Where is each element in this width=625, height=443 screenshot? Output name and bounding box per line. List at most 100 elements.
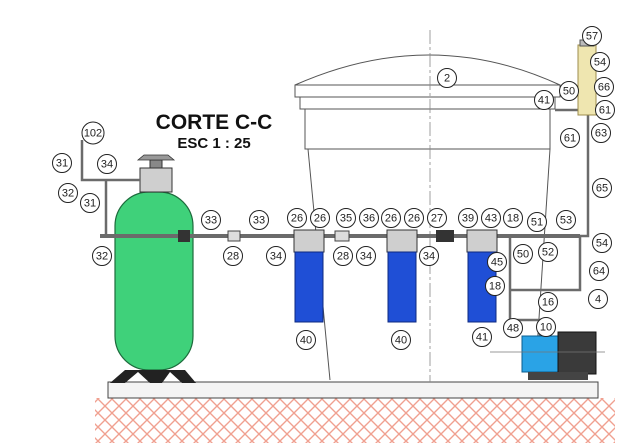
callout-34: 34 — [356, 246, 376, 266]
callout-label: 36 — [363, 213, 375, 225]
callout-circle — [52, 153, 72, 173]
callout-34: 34 — [266, 246, 286, 266]
callout-39: 39 — [458, 208, 478, 228]
callout-label: 65 — [596, 183, 608, 195]
callout-26: 26 — [381, 208, 401, 228]
callout-label: 16 — [542, 297, 554, 309]
callout-circle — [487, 252, 507, 272]
callout-circle — [437, 68, 457, 88]
callout-61: 61 — [560, 128, 580, 148]
callout-circle — [590, 52, 610, 72]
callout-label: 57 — [586, 31, 598, 43]
callout-54: 54 — [590, 52, 610, 72]
callout-45: 45 — [487, 252, 507, 272]
callout-61: 61 — [595, 100, 615, 120]
callout-label: 26 — [314, 213, 326, 225]
callout-26: 26 — [404, 208, 424, 228]
callout-circle — [589, 261, 609, 281]
callout-circle — [513, 244, 533, 264]
callout-31: 31 — [52, 153, 72, 173]
pipe-union — [436, 230, 454, 242]
callout-label: 26 — [385, 213, 397, 225]
callout-4: 4 — [588, 289, 608, 309]
riser-pipe — [580, 110, 590, 238]
callout-circle — [594, 77, 614, 97]
drawing-title: CORTE C-C — [156, 111, 273, 134]
callout-circle — [582, 26, 602, 46]
callout-label: 41 — [538, 95, 550, 107]
callout-28: 28 — [333, 246, 353, 266]
callout-circle — [359, 208, 379, 228]
base-slab — [107, 381, 599, 399]
pump-motor — [490, 331, 605, 380]
callout-circle — [591, 123, 611, 143]
callout-41: 41 — [534, 90, 554, 110]
callout-circle — [534, 90, 554, 110]
bypass-pipe — [510, 236, 582, 292]
callout-circle — [333, 246, 353, 266]
callout-54: 54 — [592, 233, 612, 253]
callout-circle — [527, 212, 547, 232]
callout-circle — [404, 208, 424, 228]
pipe-union — [178, 230, 190, 242]
callout-circle — [588, 289, 608, 309]
callout-label: 32 — [62, 188, 74, 200]
callout-51: 51 — [527, 212, 547, 232]
callout-label: 31 — [84, 198, 96, 210]
pipe-coupling — [227, 230, 241, 242]
callout-circle — [458, 208, 478, 228]
callout-label: 61 — [564, 133, 576, 145]
callout-circle — [296, 330, 316, 350]
callout-circle — [592, 233, 612, 253]
callout-label: 34 — [423, 251, 435, 263]
callout-label: 50 — [563, 86, 575, 98]
callout-label: 41 — [476, 332, 488, 344]
callout-circle — [538, 242, 558, 262]
callout-label: 52 — [542, 247, 554, 259]
callout-circle — [556, 210, 576, 230]
callout-circle — [58, 183, 78, 203]
callout-label: 26 — [291, 213, 303, 225]
callout-32: 32 — [92, 246, 112, 266]
inlet-pipe — [80, 140, 140, 182]
callout-label: 48 — [507, 323, 519, 335]
callout-label: 43 — [485, 213, 497, 225]
callout-32: 32 — [58, 183, 78, 203]
callout-circle — [485, 276, 505, 296]
callout-label: 28 — [337, 251, 349, 263]
callout-28: 28 — [223, 246, 243, 266]
filter-housing-2 — [386, 229, 418, 323]
callout-63: 63 — [591, 123, 611, 143]
callout-label: 45 — [491, 257, 503, 269]
callout-2: 2 — [437, 68, 457, 88]
callout-circle — [503, 208, 523, 228]
callout-label: 63 — [595, 128, 607, 140]
callout-40: 40 — [391, 330, 411, 350]
callout-label: 32 — [96, 251, 108, 263]
callout-circle — [249, 210, 269, 230]
callout-26: 26 — [310, 208, 330, 228]
callout-circle — [538, 292, 558, 312]
callout-label: 40 — [395, 335, 407, 347]
callout-label: 35 — [340, 213, 352, 225]
callout-circle — [81, 121, 105, 145]
callout-label: 33 — [205, 215, 217, 227]
callout-27: 27 — [427, 208, 447, 228]
callout-label: 26 — [408, 213, 420, 225]
callout-label: 54 — [594, 57, 606, 69]
callout-label: 33 — [253, 215, 265, 227]
callout-43: 43 — [481, 208, 501, 228]
callout-label: 39 — [462, 213, 474, 225]
callout-label: 66 — [598, 82, 610, 94]
callout-53: 53 — [556, 210, 576, 230]
callout-circle — [427, 208, 447, 228]
callout-36: 36 — [359, 208, 379, 228]
callout-label: 4 — [595, 294, 601, 306]
callout-34: 34 — [97, 154, 117, 174]
callout-label: 50 — [517, 249, 529, 261]
callout-circle — [80, 193, 100, 213]
callout-circle — [201, 210, 221, 230]
callout-circle — [223, 246, 243, 266]
callout-circle — [595, 100, 615, 120]
callout-52: 52 — [538, 242, 558, 262]
